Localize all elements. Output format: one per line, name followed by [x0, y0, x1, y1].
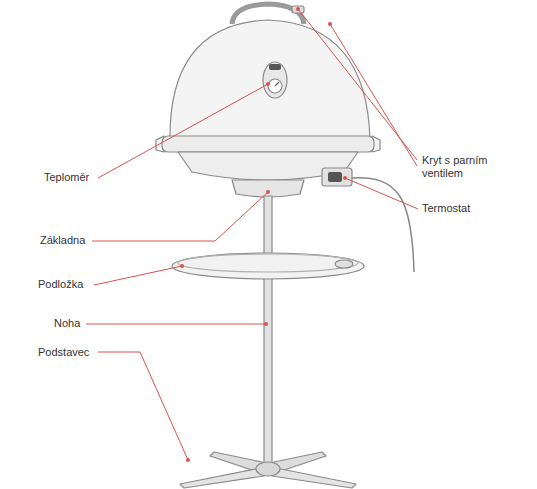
thermometer-display: [269, 64, 281, 70]
foot-hub: [256, 462, 280, 476]
thermometer-dial: [268, 79, 282, 93]
leader-line: [86, 324, 266, 325]
part-label: Noha: [54, 317, 80, 330]
leader-dot: [296, 7, 300, 11]
leader-line: [92, 192, 268, 241]
part-label: Kryt s parním ventilem: [422, 154, 504, 180]
tray: [172, 253, 364, 279]
thermostat: [322, 168, 352, 186]
power-cord: [352, 178, 414, 272]
leader-dot: [266, 190, 270, 194]
base: [232, 180, 304, 197]
leader-line: [94, 266, 182, 285]
foot-arm: [272, 468, 356, 488]
leg-pole: [264, 196, 272, 466]
thermostat-knob: [328, 172, 342, 182]
rim: [162, 136, 374, 152]
part-label: Termostat: [422, 202, 470, 215]
part-label: Teploměr: [44, 171, 89, 184]
part-label: Základna: [40, 234, 85, 247]
leader-dot: [328, 22, 332, 26]
leader-dot: [266, 82, 270, 86]
part-label: Podložka: [38, 278, 83, 291]
leader-line: [98, 84, 268, 178]
leader-dot: [264, 322, 268, 326]
leader-line: [330, 24, 417, 166]
leader-dot: [343, 176, 347, 180]
steam-vent: [292, 6, 304, 13]
leader-dot: [180, 264, 184, 268]
foot-arm: [180, 468, 264, 488]
leader-dot: [186, 458, 190, 462]
tray-rim: [178, 254, 358, 272]
leader-line: [345, 178, 418, 209]
thermometer: [263, 62, 287, 98]
lid: [170, 20, 370, 142]
part-label: Podstavec: [38, 346, 89, 359]
leader-line: [98, 352, 188, 460]
tray-notch: [335, 260, 353, 268]
